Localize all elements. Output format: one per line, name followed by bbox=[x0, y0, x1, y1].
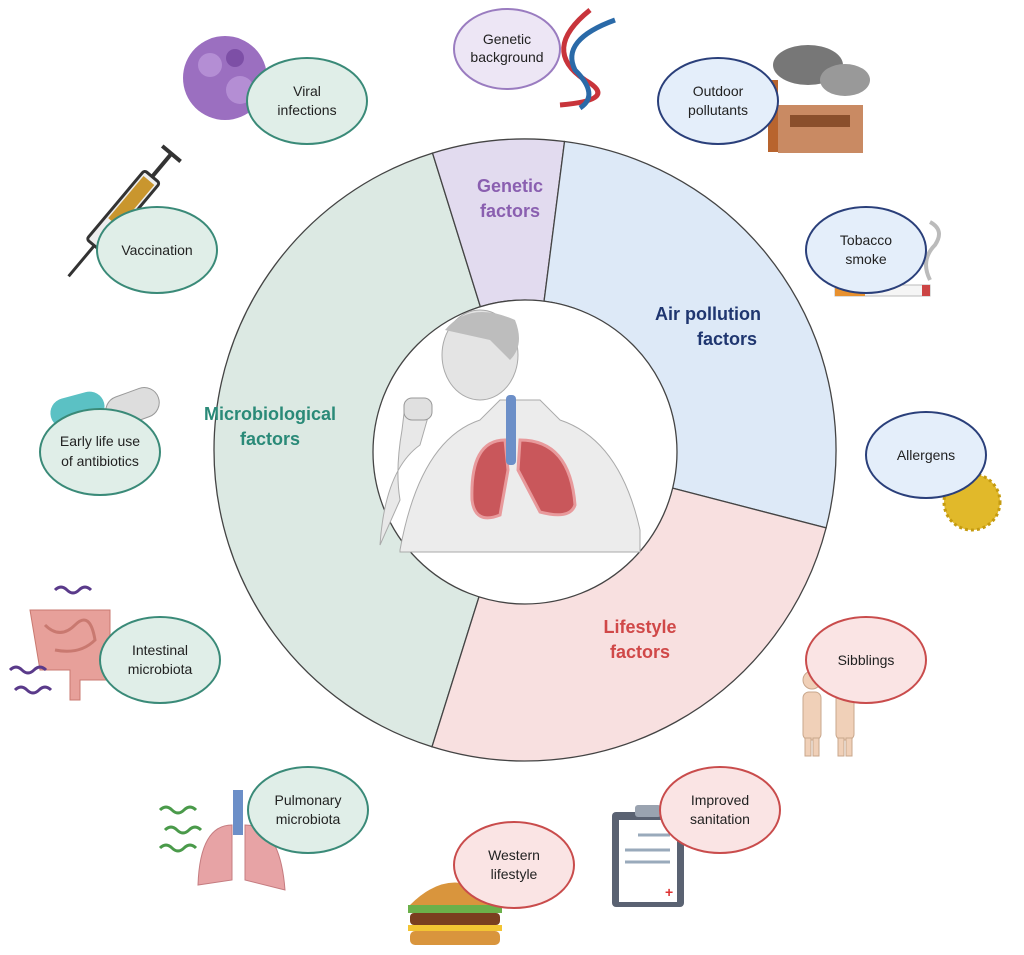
clipboard-icon: + bbox=[612, 805, 684, 907]
svg-text:Vaccination: Vaccination bbox=[121, 242, 192, 258]
svg-text:Allergens: Allergens bbox=[897, 447, 955, 463]
siblings-people-icon bbox=[802, 670, 855, 757]
bubble-vaccination: Vaccination bbox=[96, 206, 218, 294]
intestine-icon bbox=[8, 585, 111, 701]
factory-icon bbox=[768, 45, 870, 153]
virus-icon bbox=[183, 36, 267, 120]
svg-text:Sibblings: Sibblings bbox=[838, 652, 895, 668]
bubble-allergens: Allergens bbox=[865, 411, 987, 499]
coughing-person-lungs-illustration bbox=[379, 309, 641, 553]
bubble-sibblings: Sibblings bbox=[805, 616, 927, 704]
dna-icon bbox=[559, 8, 616, 111]
plus-cross-icon: + bbox=[665, 884, 673, 900]
